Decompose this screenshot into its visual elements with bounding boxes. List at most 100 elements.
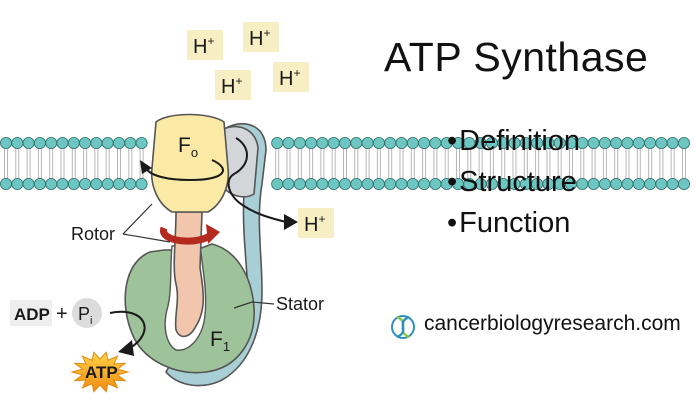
lipid-head	[33, 136, 46, 149]
lipid-head	[56, 177, 69, 190]
lipid-head	[384, 177, 397, 190]
lipid-head	[33, 177, 46, 190]
proton-box: H+	[243, 22, 279, 52]
page-title: ATP Synthase	[384, 34, 649, 80]
rotation-arrowhead-rotor	[206, 224, 220, 244]
lipid-head	[316, 177, 329, 190]
lipid-head	[282, 177, 295, 190]
lipid-head	[305, 177, 318, 190]
lipid-head	[101, 177, 114, 190]
lipid-head	[610, 136, 623, 149]
lipid-head	[101, 136, 114, 149]
lipid-head	[0, 177, 12, 190]
lipid-head	[271, 136, 284, 149]
proton-path-arrow	[227, 137, 287, 223]
proton-box: H+	[215, 70, 251, 100]
lipid-heads-bottom	[0, 177, 691, 190]
lipid-head	[655, 177, 668, 190]
rotor-label: Rotor	[71, 224, 115, 244]
lipid-head	[11, 177, 24, 190]
lipid-head	[429, 177, 442, 190]
lipid-head	[621, 136, 634, 149]
lipid-head	[135, 177, 148, 190]
lipid-head	[666, 177, 679, 190]
svg-text:Pi: Pi	[78, 304, 92, 327]
topic-item-definition: Definition	[447, 121, 580, 162]
lipid-head	[282, 136, 295, 149]
proton-box: H+	[298, 208, 334, 238]
lipid-head	[406, 136, 419, 149]
lipid-head	[610, 177, 623, 190]
lipid-head	[90, 177, 103, 190]
lipid-head	[113, 177, 126, 190]
lipid-head	[418, 177, 431, 190]
cell-membrane	[0, 136, 691, 190]
lipid-head	[22, 136, 35, 149]
proton-path-arrowhead	[284, 214, 298, 230]
lipid-head	[598, 177, 611, 190]
lipid-head	[90, 136, 103, 149]
atp-synthesis-arrow	[109, 310, 146, 349]
rotor-leader-line	[122, 203, 171, 243]
dna-helix-icon	[391, 315, 415, 339]
lipid-head	[644, 136, 657, 149]
lipid-head	[67, 177, 80, 190]
f0-rotor-ring	[150, 113, 230, 213]
lipid-head	[395, 177, 408, 190]
lipid-heads-top	[0, 136, 691, 149]
proton-box: H+	[187, 30, 223, 60]
lipid-head	[372, 136, 385, 149]
svg-text:H+: H+	[304, 212, 325, 236]
rotation-arrow-fo	[145, 159, 224, 182]
svg-text:ADP: ADP	[14, 305, 50, 324]
lipid-head	[418, 136, 431, 149]
website-url: cancerbiologyresearch.com	[424, 312, 681, 335]
logo-spacer	[394, 313, 416, 335]
svg-text:H+: H+	[221, 74, 242, 98]
topic-item-function: Function	[447, 203, 580, 244]
lipid-head	[350, 177, 363, 190]
stator-leader-line	[233, 301, 275, 309]
lipid-head	[271, 177, 284, 190]
lipid-head	[350, 136, 363, 149]
lipid-head	[621, 177, 634, 190]
lipid-head	[372, 177, 385, 190]
atp-starburst: ATP	[70, 351, 130, 393]
lipid-head	[598, 136, 611, 149]
lipid-head	[305, 136, 318, 149]
lipid-head	[429, 136, 442, 149]
lipid-head	[632, 177, 645, 190]
lipid-head	[0, 136, 12, 149]
lipid-head	[655, 136, 668, 149]
lipid-head	[293, 177, 306, 190]
lipid-head	[79, 136, 92, 149]
lipid-tails	[4, 148, 686, 179]
fo-label: Fo	[178, 134, 198, 160]
rotation-arrowhead-fo	[140, 160, 152, 174]
lipid-head	[45, 177, 58, 190]
lipid-head	[361, 177, 374, 190]
lipid-head	[406, 177, 419, 190]
lipid-head	[22, 177, 35, 190]
lipid-head	[395, 136, 408, 149]
lipid-head	[56, 136, 69, 149]
stator-label: Stator	[276, 294, 324, 314]
lipid-head	[338, 177, 351, 190]
lipid-head	[135, 136, 148, 149]
lipid-head	[11, 136, 24, 149]
atp-label: ATP	[85, 363, 118, 382]
svg-text:H+: H+	[249, 26, 270, 50]
lipid-head	[45, 136, 58, 149]
lipid-head	[644, 177, 657, 190]
lipid-head	[316, 136, 329, 149]
website-credit: cancerbiologyresearch.com	[394, 312, 681, 336]
lipid-head	[293, 136, 306, 149]
plus-sign: +	[56, 303, 68, 325]
lipid-head	[587, 177, 600, 190]
lipid-head	[113, 136, 126, 149]
lipid-head	[632, 136, 645, 149]
f1-label: F1	[210, 328, 230, 354]
lipid-head	[79, 177, 92, 190]
phosphate-circle: Pi	[72, 298, 102, 328]
